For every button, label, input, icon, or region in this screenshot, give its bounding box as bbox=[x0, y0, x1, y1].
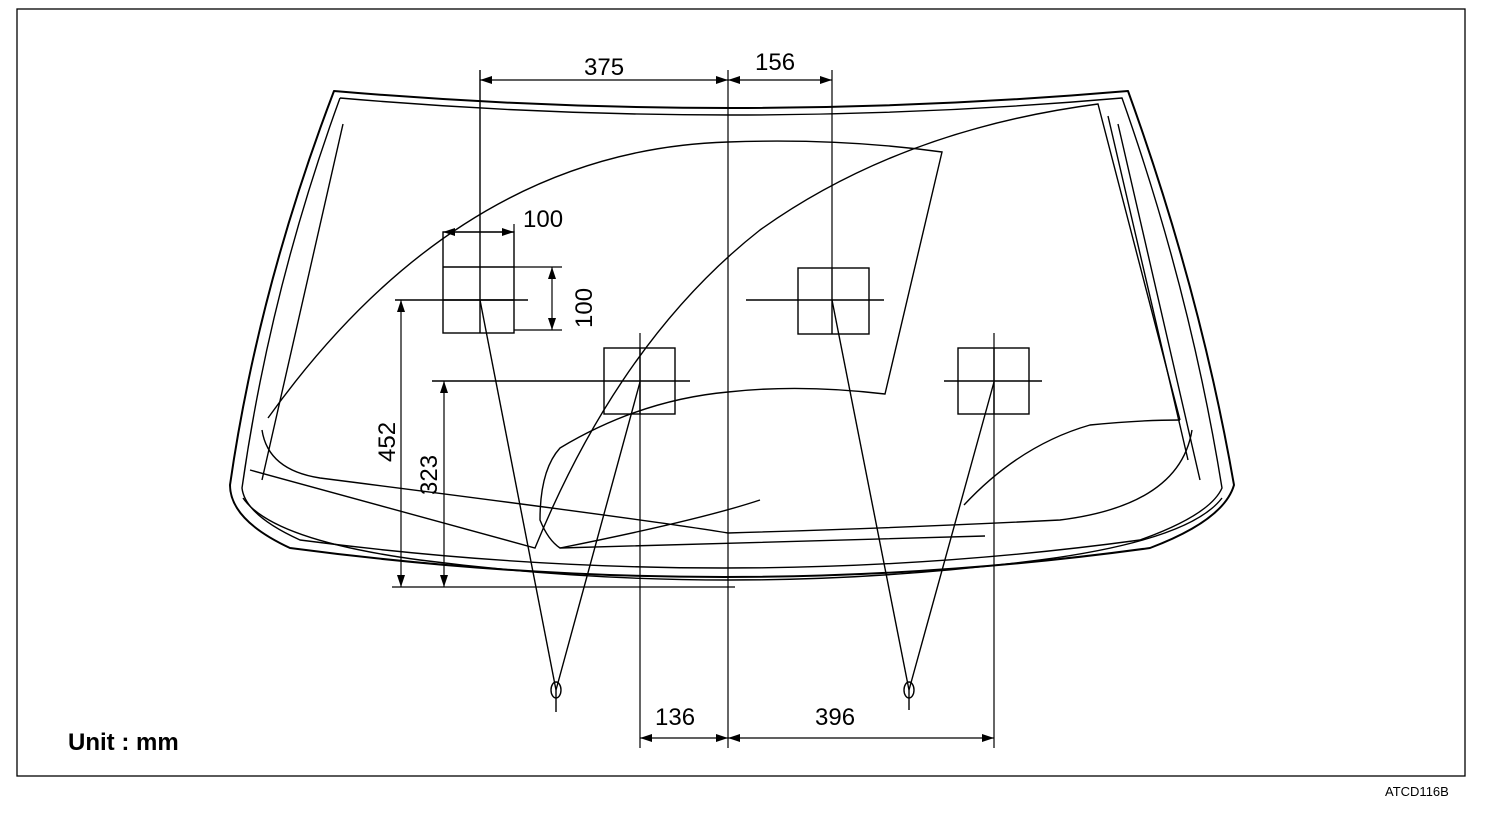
dim-label-375: 375 bbox=[584, 54, 624, 81]
dim-label-156: 156 bbox=[755, 49, 795, 76]
unit-label: Unit : mm bbox=[68, 729, 179, 756]
wiper-pattern-left bbox=[249, 103, 1193, 549]
dim-label-square-height: 100 bbox=[571, 288, 598, 328]
figure-frame bbox=[16, 8, 1466, 777]
dim-label-136: 136 bbox=[655, 704, 695, 731]
spray-target-1 bbox=[395, 70, 528, 334]
dim-label-323: 323 bbox=[416, 455, 443, 495]
washer-spray-lines bbox=[479, 299, 995, 712]
dim-label-396: 396 bbox=[815, 704, 855, 731]
dim-label-452: 452 bbox=[374, 422, 401, 462]
dim-label-square-width: 100 bbox=[523, 206, 563, 233]
windshield-outline bbox=[229, 90, 1235, 581]
extension-lines bbox=[392, 70, 995, 748]
figure-code: ATCD116B bbox=[1385, 784, 1449, 799]
spray-target-2 bbox=[432, 347, 690, 415]
spray-target-4 bbox=[944, 347, 1042, 415]
spray-target-3 bbox=[746, 267, 884, 335]
dimension-lines bbox=[397, 76, 994, 742]
